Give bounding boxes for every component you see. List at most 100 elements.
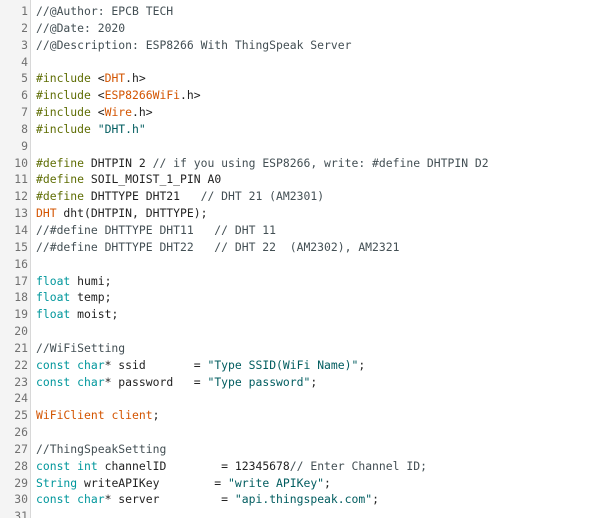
code-token: .h>	[132, 105, 153, 120]
code-token: SOIL_MOIST_1_PIN A0	[84, 172, 222, 187]
code-line[interactable]: 9	[0, 138, 600, 155]
code-text: const char* server = "api.thingspeak.com…	[36, 491, 379, 508]
code-line[interactable]: 20	[0, 323, 600, 340]
code-token: <	[90, 71, 105, 86]
code-token: #include	[36, 121, 91, 136]
code-line[interactable]: 31	[0, 508, 600, 518]
code-line[interactable]: 12#define DHTTYPE DHT21 // DHT 21 (AM230…	[0, 188, 600, 205]
line-number: 14	[14, 222, 28, 237]
code-text: float temp;	[36, 289, 111, 306]
code-token: const	[36, 357, 71, 372]
code-line[interactable]: 10#define DHTPIN 2 // if you using ESP82…	[0, 155, 600, 172]
line-number: 1	[21, 4, 28, 18]
code-line[interactable]: 5#include <DHT.h>	[0, 70, 600, 87]
code-text: //WiFiSetting	[36, 340, 125, 357]
code-token: const	[36, 374, 71, 389]
code-token: "Type SSID(WiFi Name)"	[207, 357, 359, 372]
line-number: 17	[14, 273, 28, 288]
code-line[interactable]: 1 //@Author: EPCB TECH	[0, 3, 600, 20]
code-line[interactable]: 2 //@Date: 2020	[0, 20, 600, 37]
code-line[interactable]: 6#include <ESP8266WiFi.h>	[0, 87, 600, 104]
code-text: DHT dht(DHTPIN, DHTTYPE);	[36, 205, 207, 222]
code-token: //#define DHTTYPE DHT11 // DHT 11	[36, 222, 277, 237]
code-line[interactable]: 3 //@Description: ESP8266 With ThingSpeak…	[0, 37, 600, 54]
code-text: #include <DHT.h>	[36, 70, 146, 87]
code-line[interactable]: 27 //ThingSpeakSetting	[0, 441, 600, 458]
code-token: //@Date: 2020	[36, 20, 126, 35]
code-token: ;	[152, 408, 160, 423]
line-number: 9	[21, 138, 28, 153]
code-token: "api.thingspeak.com"	[234, 492, 373, 507]
code-token: String	[36, 475, 78, 490]
code-text: //@Description: ESP8266 With ThingSpeak …	[36, 37, 351, 54]
code-line[interactable]: 11#define SOIL_MOIST_1_PIN A0	[0, 171, 600, 188]
code-line[interactable]: 4	[0, 54, 600, 71]
line-number: 24	[14, 391, 28, 406]
code-text: #define DHTTYPE DHT21 // DHT 21 (AM2301)	[36, 188, 324, 205]
code-token: float	[36, 273, 71, 288]
code-token: float	[36, 290, 71, 305]
code-line[interactable]: 16	[0, 256, 600, 273]
code-token: #define	[36, 189, 85, 204]
code-text: const int channelID = 12345678// Enter C…	[36, 458, 427, 475]
line-number: 15	[14, 239, 28, 254]
code-text: #include <ESP8266WiFi.h>	[36, 87, 201, 104]
line-number: 3	[21, 37, 28, 52]
code-token: //@Author: EPCB TECH	[36, 4, 174, 18]
code-text: #define DHTPIN 2 // if you using ESP8266…	[36, 155, 489, 172]
code-line[interactable]: 18 float temp;	[0, 289, 600, 306]
code-line[interactable]: 14 //#define DHTTYPE DHT11 // DHT 11	[0, 222, 600, 239]
line-number: 21	[14, 340, 28, 355]
code-line[interactable]: 15//#define DHTTYPE DHT22 // DHT 22 (AM2…	[0, 239, 600, 256]
code-text: //@Date: 2020	[36, 20, 125, 37]
line-number: 7	[21, 105, 28, 120]
line-number: 18	[14, 290, 28, 305]
code-line[interactable]: 26	[0, 424, 600, 441]
code-token	[91, 122, 98, 136]
code-text: //ThingSpeakSetting	[36, 441, 166, 458]
code-token: #include	[36, 88, 91, 103]
code-token: #include	[36, 105, 91, 120]
line-number: 28	[14, 458, 28, 473]
code-line[interactable]: 28 const int channelID = 12345678// Enter…	[0, 458, 600, 475]
code-line[interactable]: 21 //WiFiSetting	[0, 340, 600, 357]
code-token: DHT	[104, 71, 126, 86]
line-number: 16	[14, 256, 28, 271]
code-token: * ssid =	[104, 357, 208, 372]
code-token: //ThingSpeakSetting	[36, 441, 167, 456]
line-number: 23	[14, 374, 28, 389]
line-number: 2	[21, 20, 28, 35]
code-text: #define SOIL_MOIST_1_PIN A0	[36, 171, 221, 188]
code-token: temp;	[70, 290, 112, 305]
line-number: 27	[14, 441, 28, 456]
code-token: #define	[36, 155, 85, 170]
code-token: * password =	[104, 374, 208, 389]
code-text: //@Author: EPCB TECH	[36, 3, 173, 20]
code-token: #define	[36, 172, 85, 187]
code-token: //@Description: ESP8266 With ThingSpeak …	[36, 37, 352, 52]
code-token: ;	[358, 357, 366, 372]
line-number-gutter	[0, 0, 31, 518]
code-token: channelID = 12345678	[97, 458, 290, 473]
code-text: #include "DHT.h"	[36, 121, 146, 138]
code-token: // if you using ESP8266, write: #define …	[152, 155, 489, 170]
line-number: 4	[21, 54, 28, 69]
line-number: 25	[14, 408, 28, 423]
code-line[interactable]: 24	[0, 390, 600, 407]
code-token: client	[111, 408, 153, 423]
code-token: <	[90, 105, 105, 120]
code-line[interactable]: 7 #include <Wire.h>	[0, 104, 600, 121]
code-text: const char* ssid = "Type SSID(WiFi Name)…	[36, 357, 365, 374]
code-text: #include <Wire.h>	[36, 104, 153, 121]
code-line[interactable]: 8#include "DHT.h"	[0, 121, 600, 138]
code-token: DHT	[36, 206, 57, 221]
